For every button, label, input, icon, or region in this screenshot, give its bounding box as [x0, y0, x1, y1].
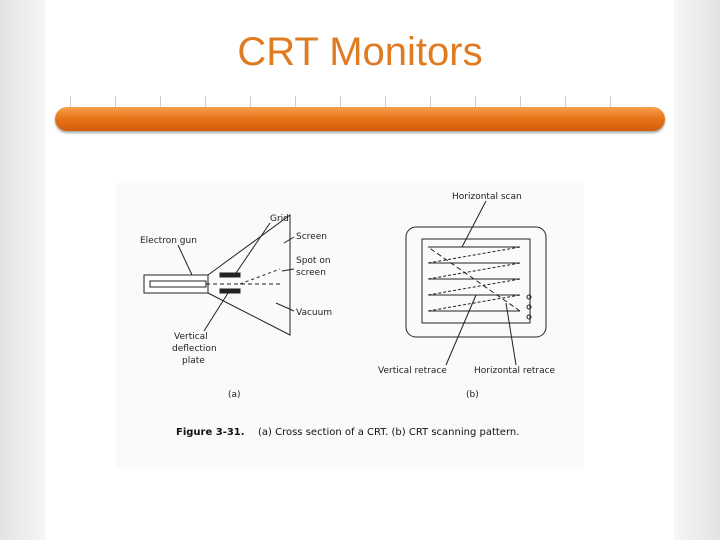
figure-panel: Grid Electron gun Screen Spot on screen …: [116, 183, 584, 469]
crt-control-knobs: [526, 294, 532, 320]
label-vertical-deflection-line3: plate: [182, 356, 205, 366]
deflection-plate-leader: [203, 292, 229, 332]
figure-b-panel-label: (b): [466, 390, 479, 400]
caption-text: (a) Cross section of a CRT. (b) CRT scan…: [258, 427, 519, 438]
horizontal-scan-leader: [461, 200, 487, 248]
label-grid: Grid: [270, 214, 289, 224]
title-rule-bar: [55, 107, 665, 131]
crt-figure: Grid Electron gun Screen Spot on screen …: [140, 192, 556, 438]
label-electron-gun: Electron gun: [140, 236, 197, 246]
figure-caption: Figure 3-31. (a) Cross section of a CRT.…: [176, 427, 519, 438]
right-side-shading: [674, 0, 720, 540]
spot-leader: [281, 268, 295, 272]
label-horizontal-retrace: Horizontal retrace: [474, 366, 556, 376]
label-vertical-deflection-line2: deflection: [172, 344, 217, 354]
electron-gun-leader: [177, 244, 193, 276]
crt-screen-inner: [421, 238, 531, 324]
label-spot-on-screen-line1: Spot on: [296, 256, 331, 266]
label-horizontal-scan: Horizontal scan: [452, 192, 522, 202]
vertical-retrace-line: [427, 246, 521, 312]
label-vacuum: Vacuum: [296, 308, 332, 318]
label-spot-on-screen-line2: screen: [296, 268, 326, 278]
electron-gun-barrel: [149, 280, 207, 288]
deflection-plate-top: [219, 272, 241, 278]
horizontal-retrace-lines: [427, 246, 521, 312]
screen-leader: [283, 236, 295, 244]
left-side-shading: [0, 0, 46, 540]
figure-b-scanning-pattern: [405, 200, 547, 366]
deflection-plate-bottom: [219, 288, 241, 294]
figure-a-crt-cross-section: [143, 214, 295, 336]
vacuum-leader: [275, 302, 295, 312]
label-vertical-retrace: Vertical retrace: [378, 366, 447, 376]
label-screen: Screen: [296, 232, 327, 242]
caption-figure-number: Figure 3-31.: [176, 427, 245, 438]
crt-screen-outer: [405, 226, 547, 338]
vertical-retrace-leader: [445, 294, 477, 366]
horizontal-retrace-leader: [505, 302, 517, 366]
slide-title: CRT Monitors: [237, 30, 483, 74]
label-vertical-deflection-line1: Vertical: [174, 332, 208, 342]
crt-tube-outline: [207, 214, 291, 336]
deflected-beam: [239, 268, 281, 285]
grid-leader: [235, 222, 271, 274]
figure-a-panel-label: (a): [228, 390, 241, 400]
